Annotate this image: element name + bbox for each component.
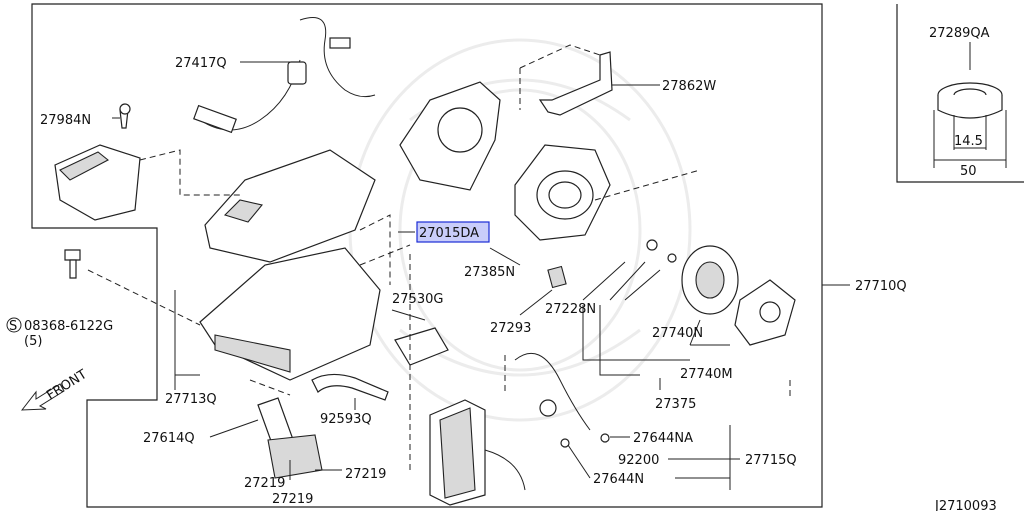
blower-housing [399,81,611,241]
label-27740M: 27740M [680,367,733,382]
label-27984N: 27984N [40,113,91,128]
label-27614Q: 27614Q [143,431,195,446]
label-27644N: 27644N [593,472,644,487]
gasket-part [394,327,449,366]
heater-core [429,352,610,506]
label-08368-6122G: 08368-6122G [24,319,113,334]
assembly-frame [31,3,823,508]
screw-symbol: S [9,319,17,334]
grommet-part [933,42,1007,168]
label-92593Q: 92593Q [320,412,372,427]
label-27715Q: 27715Q [745,453,797,468]
leader-lines [112,61,850,490]
blower-motor [646,239,796,346]
label-27713Q: 27713Q [165,392,217,407]
screw-part [64,249,81,279]
label-27385N: 27385N [464,265,515,280]
wiring-harness [193,17,376,134]
diagram-id: J2710093 [934,499,997,511]
callout-labels: 27417Q 27984N 27862W 27015DA 27385N 2753… [6,26,997,511]
label-27219-bottom: 27219 [272,492,313,507]
label-27375: 27375 [655,397,696,412]
assembly-lines [87,44,791,470]
label-27710Q: 27710Q [855,279,907,294]
watermark [348,38,692,422]
dimension-50: 50 [960,164,977,179]
label-27015DA[interactable]: 27015DA [419,226,479,241]
highlighted-part-label[interactable] [416,221,490,243]
inset-frame [896,4,1024,183]
bracket-part [538,51,613,116]
screw-symbol-circle [6,317,22,333]
label-92200: 92200 [618,453,659,468]
label-27417Q: 27417Q [175,56,227,71]
label-27644NA: 27644NA [633,431,693,446]
label-08368-qty: (5) [24,334,42,349]
label-27862W: 27862W [662,79,716,94]
label-front: FRONT [44,367,90,403]
label-27293: 27293 [490,321,531,336]
label-27530G: 27530G [392,292,443,307]
relay-part [547,265,567,289]
label-27219-left: 27219 [244,476,285,491]
label-27289QA: 27289QA [929,26,990,41]
front-arrow [20,383,65,411]
heater-case [199,149,381,381]
label-27740N: 27740N [652,326,703,341]
label-27219-right: 27219 [345,467,386,482]
drain-hose [311,373,389,401]
label-27228N: 27228N [545,302,596,317]
dimension-14-5: 14.5 [954,134,983,149]
duct-part [54,103,141,221]
